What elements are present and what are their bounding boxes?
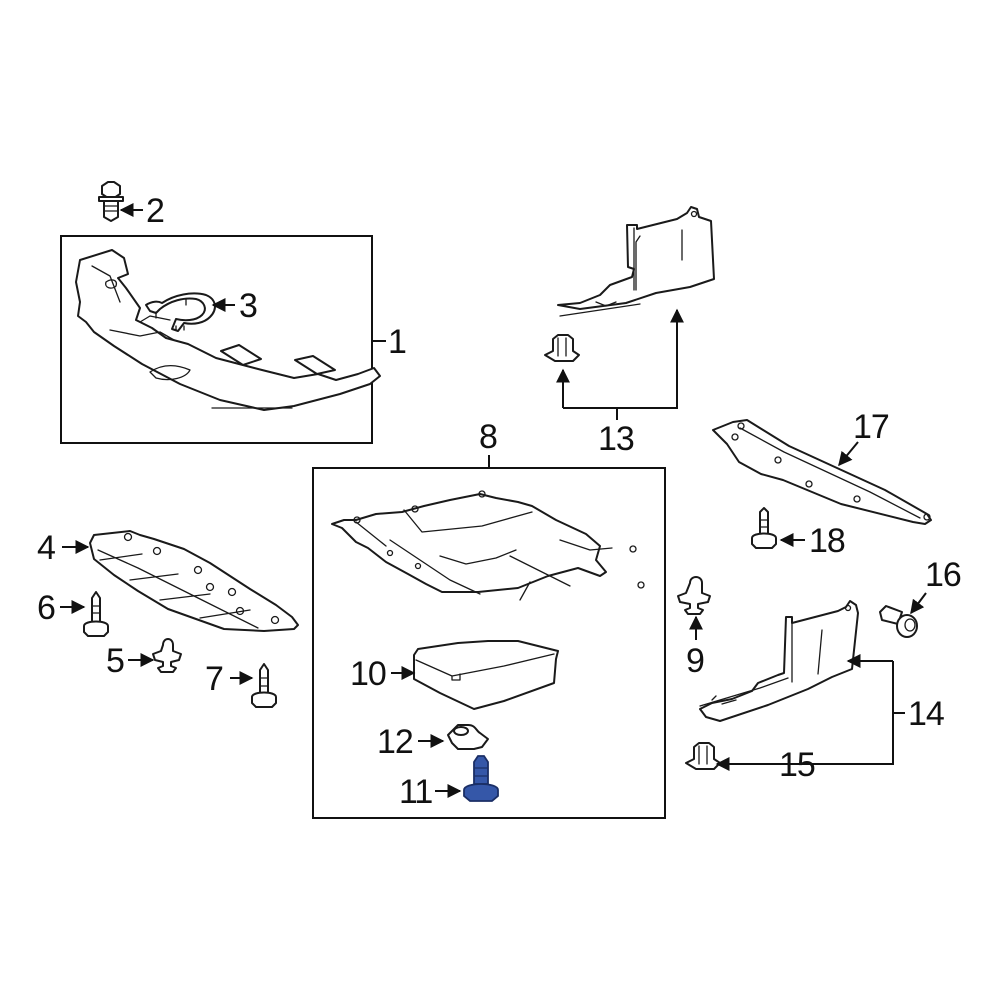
callout-7[interactable]: 7 xyxy=(205,660,224,698)
callout-10[interactable]: 10 xyxy=(350,655,387,693)
part-16-shoulder-bolt[interactable] xyxy=(879,592,927,638)
part-12-speed-nut[interactable] xyxy=(418,724,489,750)
part-8-engine-under-cover[interactable] xyxy=(331,490,645,601)
part-9-push-clip[interactable] xyxy=(677,576,711,640)
callout-5[interactable]: 5 xyxy=(106,642,125,680)
part-6-flange-bolt[interactable] xyxy=(60,591,109,637)
callout-4[interactable]: 4 xyxy=(37,529,56,567)
part-18-flange-bolt[interactable] xyxy=(751,507,805,549)
callout-2[interactable]: 2 xyxy=(146,192,165,230)
group-14-leader xyxy=(715,654,905,771)
part-15-shield-clip[interactable] xyxy=(685,742,721,770)
part-17-rear-under-cover-panel[interactable] xyxy=(712,419,932,525)
part-5-push-clip[interactable] xyxy=(128,638,182,673)
callout-9[interactable]: 9 xyxy=(686,642,705,680)
callout-17[interactable]: 17 xyxy=(853,408,890,446)
callout-11[interactable]: 11 xyxy=(399,773,433,811)
part-11-flange-bolt-highlighted[interactable] xyxy=(435,755,499,802)
callout-16[interactable]: 16 xyxy=(925,556,962,594)
callout-15[interactable]: 15 xyxy=(779,746,816,784)
part-13-splash-shield[interactable] xyxy=(557,206,715,317)
part-14-splash-shield[interactable] xyxy=(699,600,859,722)
part-7-flange-bolt[interactable] xyxy=(230,663,277,708)
part-10-insulator[interactable] xyxy=(391,640,559,710)
part-1-front-under-cover[interactable] xyxy=(75,249,381,411)
group-13-leader xyxy=(556,308,684,420)
group-8-frame xyxy=(312,455,666,819)
callout-18[interactable]: 18 xyxy=(809,522,846,560)
callout-1[interactable]: 1 xyxy=(388,323,407,361)
part-4-side-under-cover[interactable] xyxy=(62,530,299,632)
part-13-clip[interactable] xyxy=(544,334,580,362)
part-2-flange-bolt[interactable] xyxy=(98,181,143,222)
group-1-frame xyxy=(60,235,386,444)
callout-6[interactable]: 6 xyxy=(37,589,56,627)
callout-3[interactable]: 3 xyxy=(239,287,258,325)
callout-8[interactable]: 8 xyxy=(479,418,498,456)
callout-14[interactable]: 14 xyxy=(908,695,945,733)
callout-12[interactable]: 12 xyxy=(377,723,414,761)
callout-13[interactable]: 13 xyxy=(598,420,635,458)
part-3-retainer-bracket[interactable] xyxy=(145,292,235,332)
